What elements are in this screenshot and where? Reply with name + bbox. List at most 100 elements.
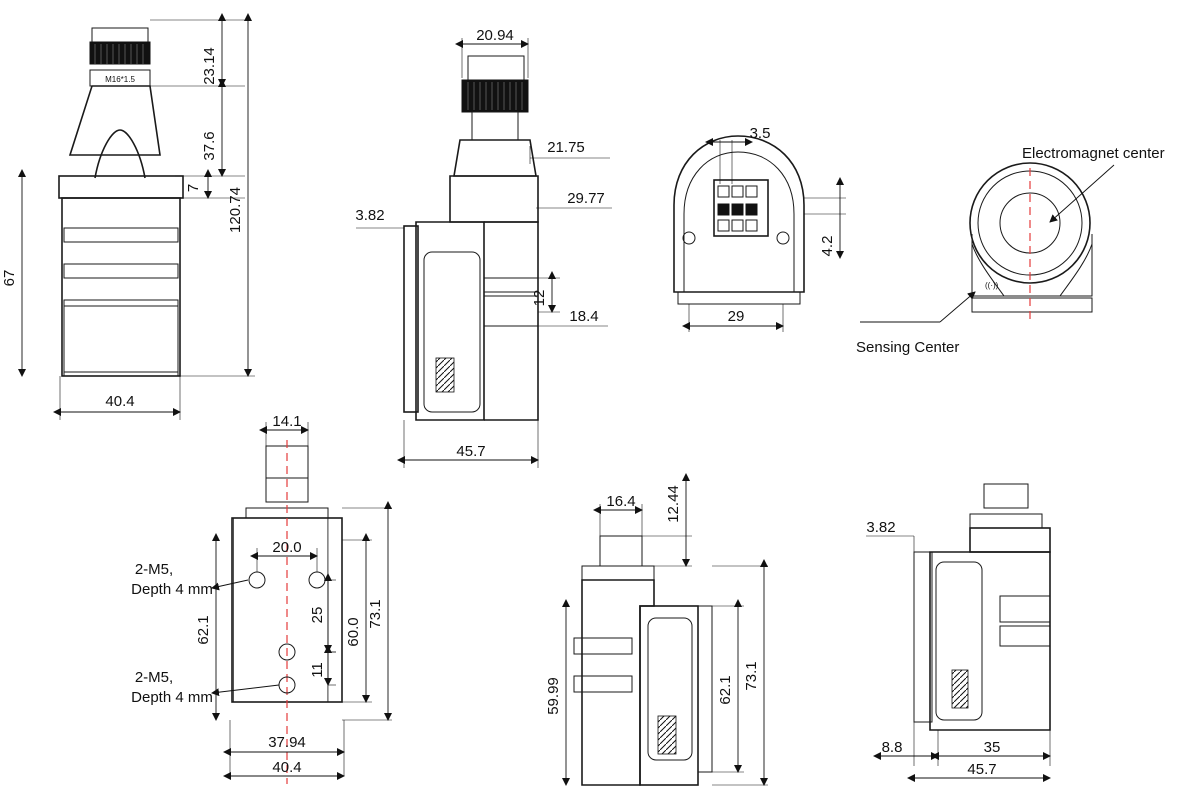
rear-window [647, 617, 693, 761]
front-arch [94, 129, 146, 179]
right-pad-bottom [999, 625, 1051, 647]
side-right-body [484, 221, 539, 421]
mount-note-bottom-line2: Depth 4 mm [131, 689, 213, 706]
side-view: 20.94 21.75 29.77 3.82 12 18.4 45.7 [355, 27, 612, 468]
right-connector-top [983, 483, 1029, 509]
rear-flange [581, 565, 655, 581]
rear-side-pad [697, 605, 713, 773]
dim-front-body-height: 67 [1, 270, 18, 287]
dim-front-overall-height: 120.74 [227, 187, 244, 233]
right-flange [969, 513, 1043, 529]
dim-bottom-height-mid: 60.0 [345, 617, 362, 646]
top-view-body [673, 135, 805, 293]
magnet-base [971, 297, 1093, 313]
top-hole-right [776, 231, 790, 245]
dim-front-top-connector: 23.14 [201, 47, 218, 85]
dim-rear-left-height: 59.99 [545, 677, 562, 715]
side-pad-top [483, 277, 539, 293]
side-neck [471, 111, 519, 141]
dim-side-shoulder-width: 29.77 [567, 190, 605, 207]
bottom-hole-left [248, 571, 266, 589]
dim-top-pin-pitch: 3.5 [750, 125, 771, 142]
dim-right-overall-width: 45.7 [967, 761, 996, 778]
front-rib-2 [63, 263, 179, 279]
front-lower-panel [63, 299, 179, 377]
mount-note-bottom-line1: 2-M5, [135, 669, 173, 686]
bottom-connector-base [265, 477, 309, 503]
right-main-body [929, 551, 1051, 731]
rear-view: 16.4 12.44 59.99 62.1 73.1 [545, 473, 768, 786]
rear-rib-2 [573, 675, 633, 693]
magnet-outer-circle [969, 162, 1091, 284]
front-main-body [61, 197, 181, 377]
side-cap [467, 55, 525, 81]
dim-rear-inner-height: 62.1 [717, 675, 734, 704]
front-rib-1 [63, 227, 179, 243]
top-view-inner [683, 151, 795, 292]
dim-rear-overall-height: 73.1 [743, 661, 760, 690]
dim-bottom-hole-small: 11 [309, 662, 326, 678]
right-upper-body [969, 527, 1051, 553]
dim-front-small-step: 7 [185, 184, 202, 192]
right-window [935, 561, 983, 721]
dim-side-neck-width: 21.75 [547, 139, 585, 156]
dim-front-shoulder: 37.6 [201, 131, 218, 160]
top-view-connector [713, 179, 769, 237]
dim-bottom-hole-spacing: 20.0 [272, 539, 301, 556]
right-view: 3.82 8.8 35 45.7 [866, 483, 1051, 782]
rear-hatch [657, 715, 677, 755]
front-body-top [58, 175, 184, 199]
rear-main-left [581, 579, 655, 786]
dim-side-overall-width: 45.7 [456, 443, 485, 460]
dim-bottom-hole-vertical: 25 [309, 607, 326, 624]
dim-bottom-height-left: 62.1 [195, 615, 212, 644]
right-hatch [951, 669, 969, 709]
rear-connector [599, 535, 643, 567]
sensing-icon: ((·)) [985, 281, 999, 290]
right-left-pad [913, 551, 933, 723]
front-view: M16*1.5 23.14 37.6 7 120.74 67 40.4 [1, 13, 255, 420]
dim-right-left-small: 8.8 [882, 739, 903, 756]
thread-label: M16*1.5 [105, 75, 135, 84]
front-knurled-nut [89, 41, 151, 65]
mount-note-top-line2: Depth 4 mm [131, 581, 213, 598]
side-shoulder [453, 139, 537, 177]
dim-bottom-height-right: 73.1 [367, 599, 384, 628]
dim-right-inner-width: 35 [984, 739, 1001, 756]
side-window [423, 251, 481, 413]
electromagnet-center-label: Electromagnet center [1022, 145, 1165, 162]
dim-right-left-offset: 3.82 [866, 519, 895, 536]
dim-top-hole-spacing: 29 [728, 308, 745, 325]
dim-side-nut-width: 20.94 [476, 27, 514, 44]
circular-view: ((·)) Electromagnet center Sensing Cente… [856, 145, 1165, 356]
sensing-center-label: Sensing Center [856, 339, 959, 356]
dim-side-pad-depth: 18.4 [569, 308, 598, 325]
right-pad-top [999, 595, 1051, 623]
side-left-pad [403, 225, 419, 413]
dim-side-pad-height: 12 [531, 290, 548, 307]
rear-rib-1 [573, 637, 633, 655]
side-knurled-nut [461, 79, 529, 113]
mount-note-top-line1: 2-M5, [135, 561, 173, 578]
dim-rear-connector-width: 16.4 [606, 493, 635, 510]
side-hatch [435, 357, 455, 393]
side-knurl-lines [467, 82, 523, 110]
side-top-block [449, 175, 539, 223]
top-hole-left [682, 231, 696, 245]
top-view: 3.5 4.2 29 [673, 125, 846, 332]
bottom-hole-mid [278, 643, 296, 661]
dim-top-offset: 4.2 [819, 236, 836, 257]
bottom-view: 14.1 20.0 25 11 62.1 60.0 73.1 37.94 40.… [131, 413, 392, 784]
side-pad-bottom [483, 295, 539, 327]
dim-front-width: 40.4 [105, 393, 134, 410]
dim-rear-connector-height: 12.44 [665, 485, 682, 523]
front-lower-panel-inner [63, 305, 179, 373]
dim-bottom-connector-width: 14.1 [272, 413, 301, 430]
dim-bottom-outer-width: 40.4 [272, 759, 301, 776]
bottom-hole-right [308, 571, 326, 589]
front-upper-body [68, 85, 161, 156]
top-view-base [677, 291, 801, 305]
dim-bottom-inner-width: 37.94 [268, 734, 306, 751]
front-top-nut-cap [91, 27, 149, 43]
